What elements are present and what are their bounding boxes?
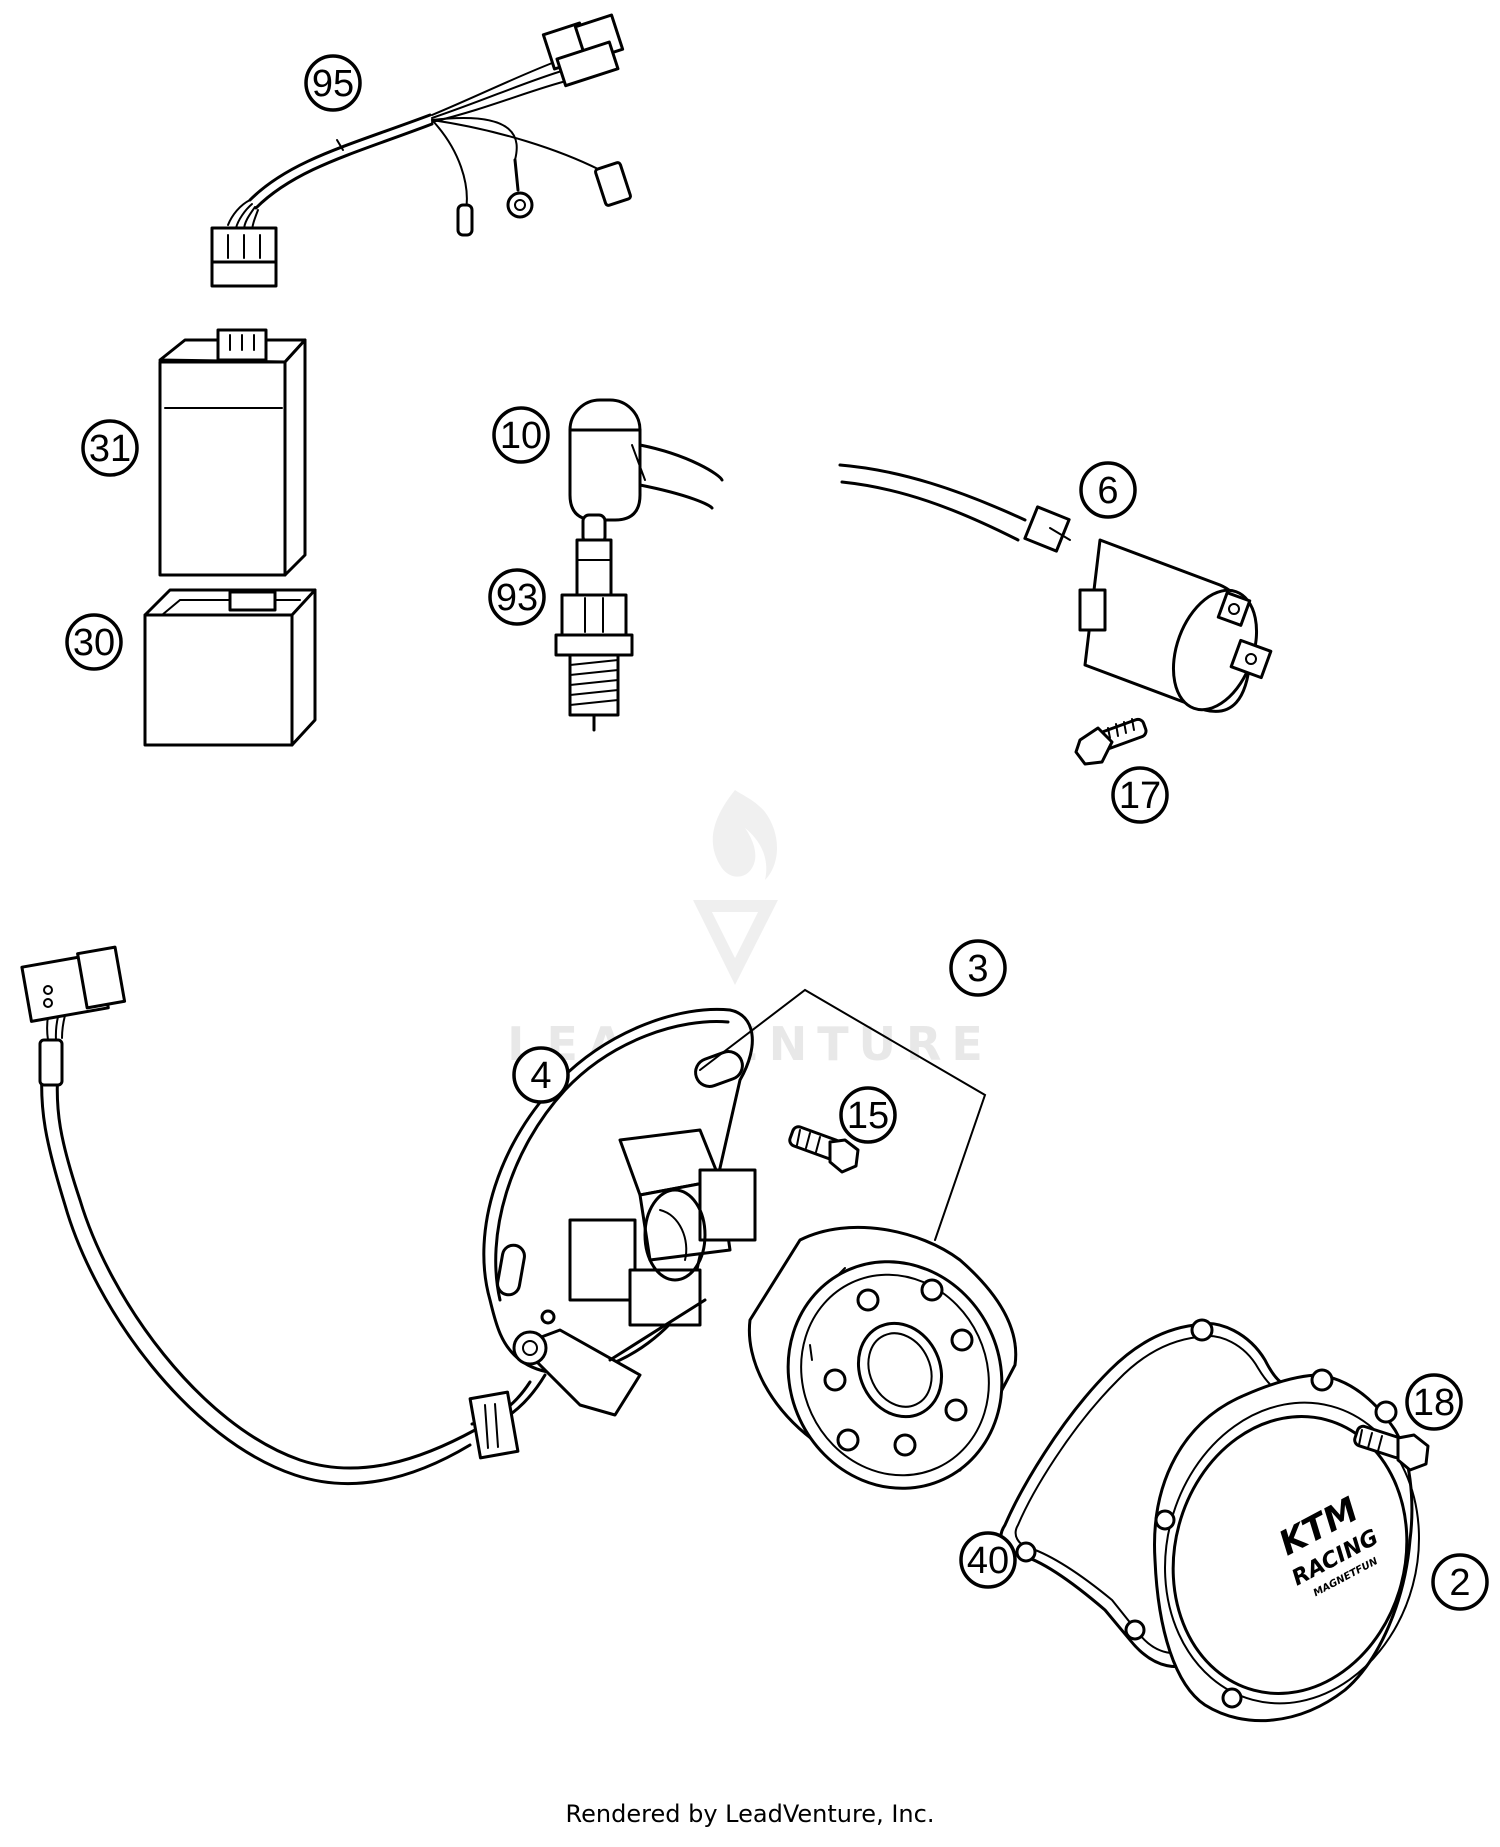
cdi-unit xyxy=(158,328,307,577)
spark-plug xyxy=(554,513,634,732)
svg-text:17: 17 xyxy=(1119,775,1161,817)
svg-text:15: 15 xyxy=(847,1095,889,1137)
callout-30: 30 xyxy=(65,613,123,671)
flywheel-rotor xyxy=(699,988,1018,1490)
watermark-flame-icon xyxy=(712,790,778,880)
cover-bolt xyxy=(1353,1424,1430,1472)
callout-10: 10 xyxy=(492,406,550,464)
callout-2: 2 xyxy=(1431,1553,1489,1611)
callout-40: 40 xyxy=(959,1531,1017,1589)
callout-93: 93 xyxy=(488,568,546,626)
wiring-harness xyxy=(210,13,632,288)
callout-3: 3 xyxy=(949,939,1007,997)
callout-95: 95 xyxy=(304,54,362,112)
ignition-coil xyxy=(838,463,1273,713)
callout-31: 31 xyxy=(81,419,139,477)
watermark-v-icon xyxy=(693,900,778,985)
svg-text:95: 95 xyxy=(312,63,354,105)
coil-bolt xyxy=(1074,717,1148,766)
callout-4: 4 xyxy=(512,1046,570,1104)
svg-text:4: 4 xyxy=(530,1055,551,1097)
svg-text:3: 3 xyxy=(967,948,988,990)
callout-17: 17 xyxy=(1111,766,1169,824)
footer-credit: Rendered by LeadVenture, Inc. xyxy=(565,1800,935,1828)
svg-text:6: 6 xyxy=(1097,470,1118,512)
callout-18: 18 xyxy=(1405,1373,1463,1431)
ignition-cover: KTM RACING MAGNETFUN xyxy=(1153,1368,1420,1723)
callout-6: 6 xyxy=(1079,461,1137,519)
svg-text:10: 10 xyxy=(500,415,542,457)
cdi-rubber-holder xyxy=(143,588,317,747)
flywheel-bolt xyxy=(788,1125,860,1174)
callout-15: 15 xyxy=(839,1086,897,1144)
svg-text:93: 93 xyxy=(496,577,538,619)
stator-plate xyxy=(20,945,757,1486)
svg-text:30: 30 xyxy=(73,622,115,664)
svg-text:31: 31 xyxy=(89,428,131,470)
spark-plug-cap xyxy=(568,398,724,522)
svg-text:2: 2 xyxy=(1449,1562,1470,1604)
svg-text:18: 18 xyxy=(1413,1382,1455,1424)
svg-text:40: 40 xyxy=(967,1540,1009,1582)
